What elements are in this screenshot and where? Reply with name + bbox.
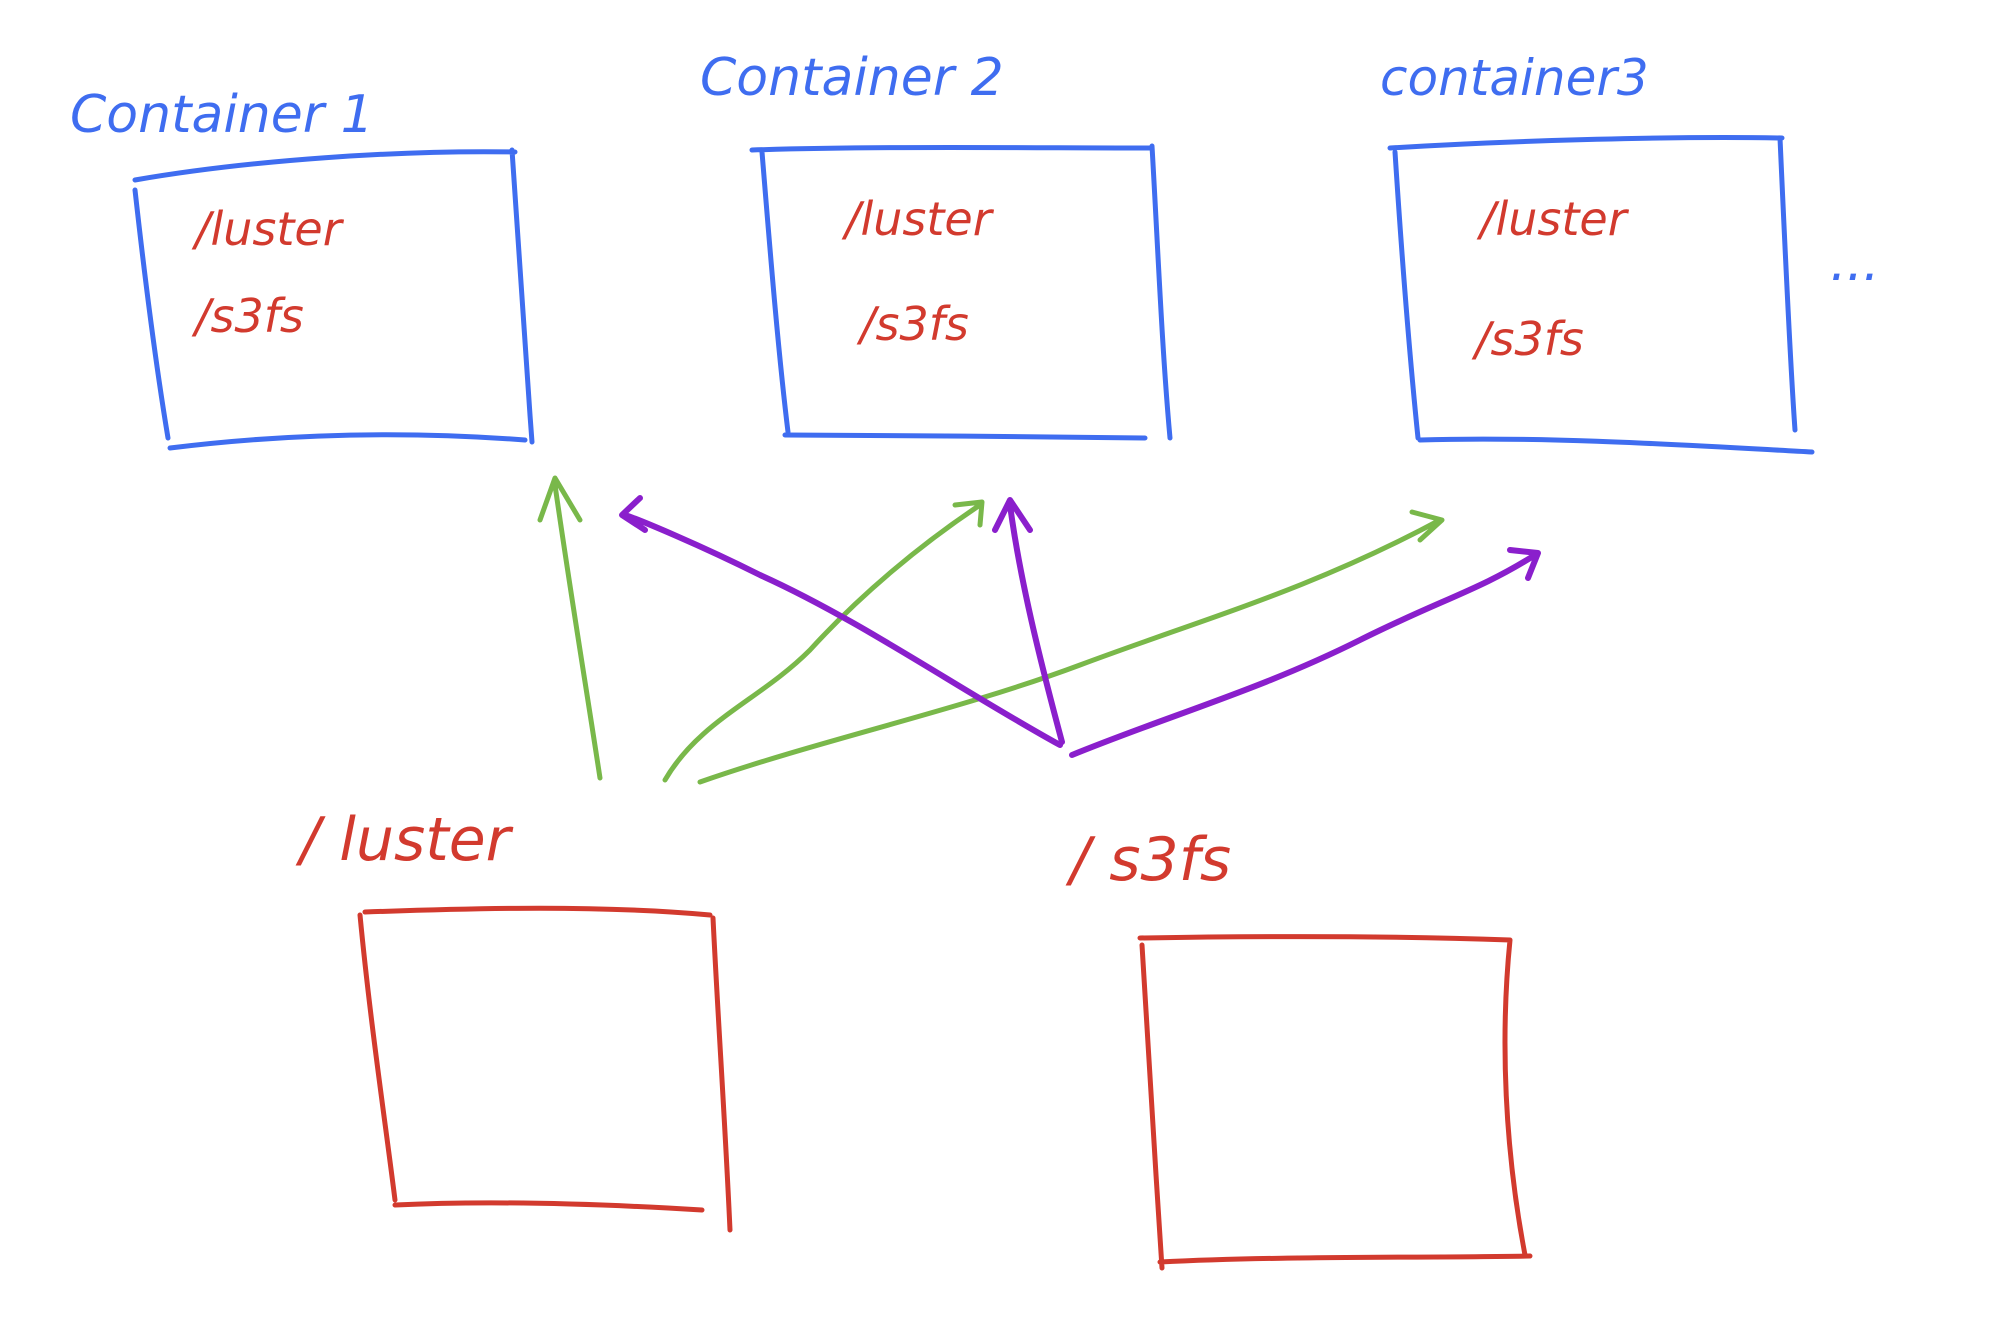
container-1-mount-lustre: /luster — [191, 202, 345, 256]
storage-s3fs: / s3fs — [1065, 825, 1533, 1271]
storage-lustre-label: / luster — [295, 805, 514, 875]
arrow-s3fs-to-container-1 — [619, 495, 1063, 748]
storage-s3fs-box — [1137, 934, 1533, 1271]
storage-s3fs-label: / s3fs — [1065, 825, 1231, 895]
s3fs-connections — [619, 495, 1541, 758]
storage-lustre: / luster — [295, 805, 733, 1233]
container-1-box — [132, 147, 535, 451]
container-3-mount-lustre: /luster — [1476, 192, 1630, 246]
container-2-title: Container 2 — [700, 48, 1004, 108]
lustre-connections — [537, 475, 1445, 785]
more-containers-ellipsis: ... — [1830, 233, 1880, 293]
container-2-mount-s3fs: /s3fs — [856, 297, 969, 351]
arrow-lustre-to-container-1 — [537, 475, 603, 781]
storage-lustre-box — [357, 905, 733, 1233]
container-2: Container 2 /luster /s3fs — [700, 48, 1173, 441]
container-3-mount-s3fs: /s3fs — [1471, 312, 1584, 366]
container-1-mount-s3fs: /s3fs — [191, 289, 304, 343]
container-3: container3 /luster /s3fs — [1380, 49, 1815, 455]
container-2-mount-lustre: /luster — [841, 192, 995, 246]
container-1-title: Container 1 — [70, 85, 374, 145]
container-3-title: container3 — [1380, 49, 1649, 107]
arrow-s3fs-to-container-3 — [1069, 547, 1541, 758]
arrow-lustre-to-container-3 — [697, 509, 1445, 785]
container-1: Container 1 /luster /s3fs — [70, 85, 535, 451]
arrow-lustre-to-container-2 — [662, 499, 985, 783]
container-3-box — [1387, 134, 1815, 455]
container-2-box — [749, 143, 1173, 441]
arrow-s3fs-to-container-2 — [992, 497, 1065, 745]
